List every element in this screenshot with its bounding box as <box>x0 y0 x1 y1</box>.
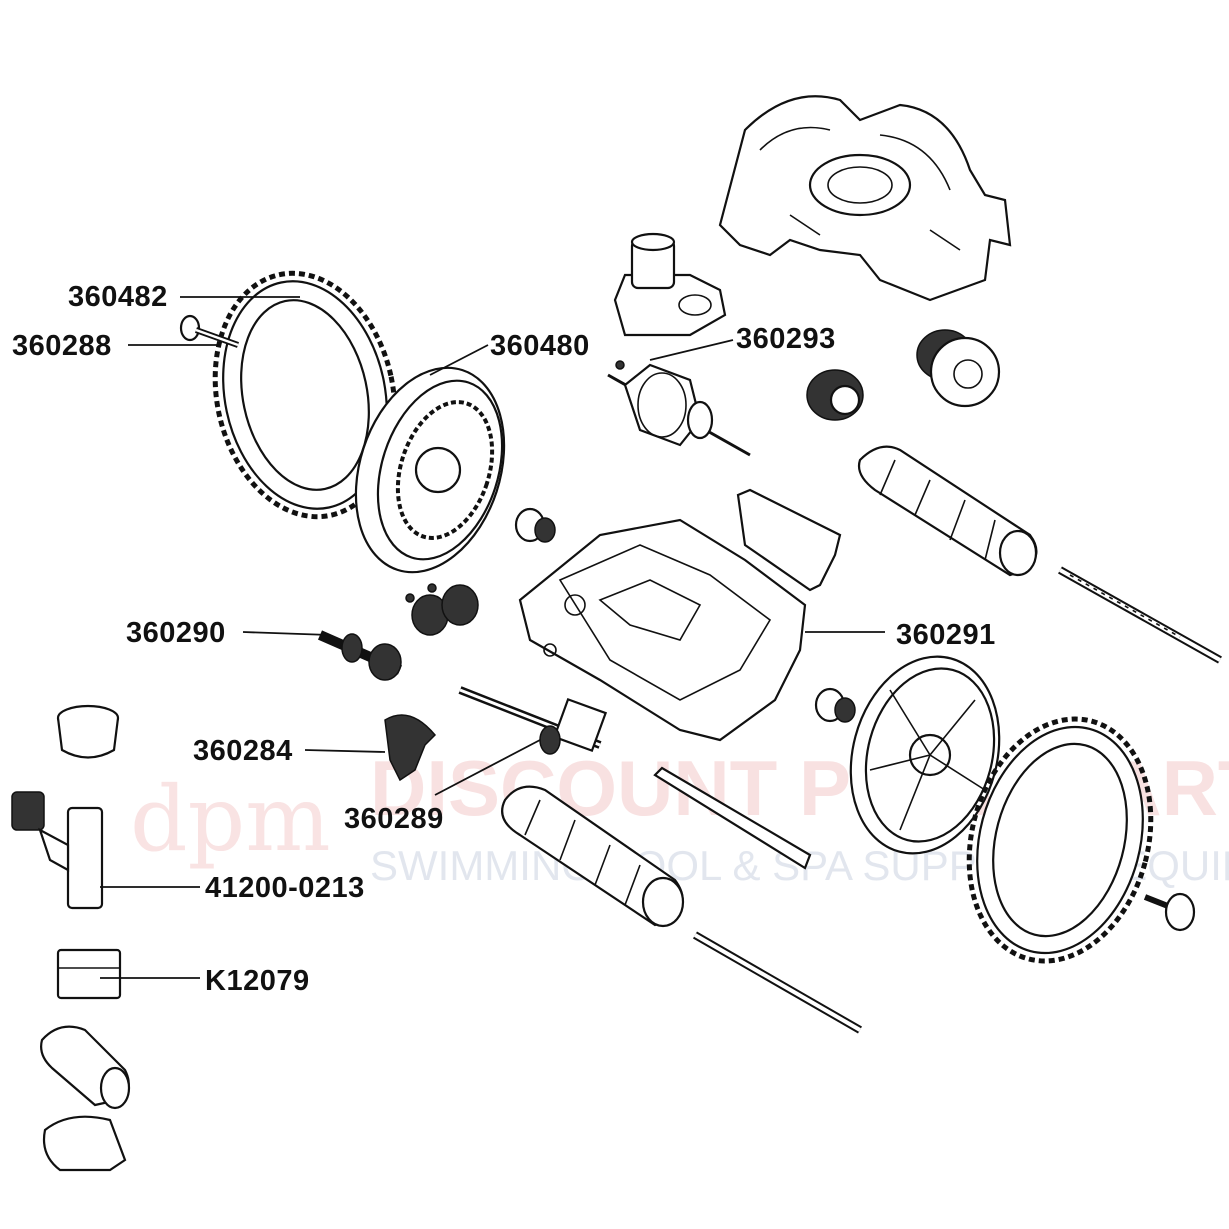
roller-top <box>857 445 1038 577</box>
right-wheel <box>849 655 1001 855</box>
label-360290: 360290 <box>126 617 226 649</box>
gear-shaft <box>458 686 608 755</box>
leader-360290 <box>242 631 331 636</box>
roller-bottom <box>501 785 685 928</box>
hose-cuff <box>42 1115 127 1172</box>
hose-nut <box>56 704 120 759</box>
right-pin <box>1143 892 1196 932</box>
axle-top <box>1058 566 1222 664</box>
label-360284: 360284 <box>193 735 293 767</box>
bracket <box>384 714 437 782</box>
leader-360284 <box>304 749 386 753</box>
bumper-flap <box>736 488 842 592</box>
leader-360480 <box>429 344 489 376</box>
bearings <box>514 507 856 723</box>
leader-360293 <box>649 339 734 361</box>
label-360482: 360482 <box>68 281 168 313</box>
label-360480: 360480 <box>490 330 590 362</box>
drive-shaft-assembly <box>317 630 403 681</box>
watermark-logo: dpm <box>130 767 331 872</box>
label-K12079: K12079 <box>205 965 310 997</box>
leader-360289 <box>434 739 541 796</box>
label-360288: 360288 <box>12 330 112 362</box>
label-360289: 360289 <box>344 803 444 835</box>
link-bar <box>653 766 812 870</box>
gear-cluster <box>405 583 479 636</box>
swivel-elbow <box>613 232 727 337</box>
axle-bottom <box>693 931 862 1034</box>
right-track <box>966 716 1154 964</box>
left-pin <box>179 314 240 348</box>
hose-adapter <box>56 948 122 1000</box>
label-41200-0213: 41200-0213 <box>205 872 365 904</box>
chassis <box>518 518 807 742</box>
left-track <box>212 270 398 520</box>
left-wheel <box>354 366 506 574</box>
top-housing <box>718 95 1012 302</box>
label-360291: 360291 <box>896 619 996 651</box>
turbine-assembly <box>607 360 751 457</box>
leader-lines <box>100 296 885 979</box>
part-labels: 360482 360288 360480 360293 360290 36029… <box>12 281 996 997</box>
regulator-valve <box>11 791 104 910</box>
hose-coupling <box>40 1025 131 1110</box>
drive-gears-top <box>806 329 1001 421</box>
label-360293: 360293 <box>736 323 836 355</box>
